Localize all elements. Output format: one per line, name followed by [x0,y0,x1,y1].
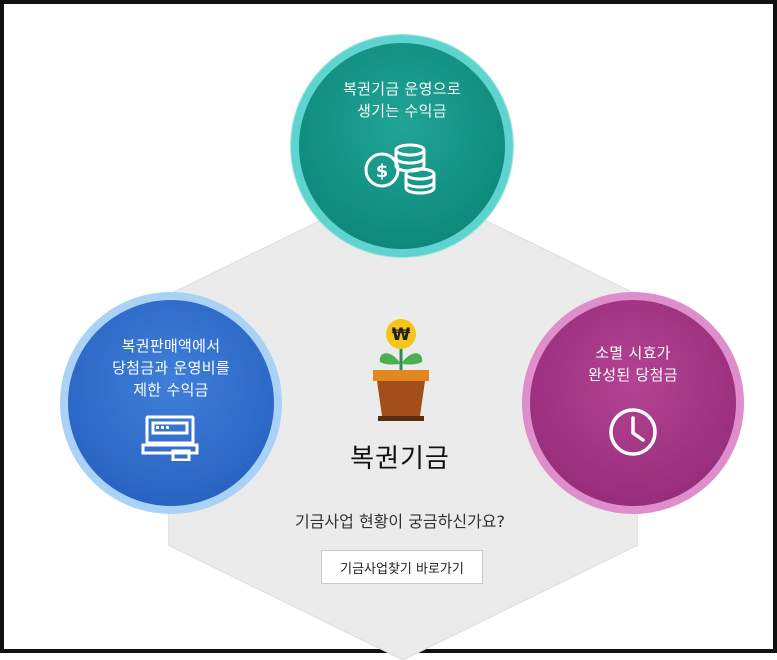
fund-question-text: 기금사업 현황이 궁금하신가요? [294,512,506,531]
circle-label: 소멸 시효가 완성된 당첨금 [588,342,678,386]
lottery-terminal-icon [141,415,199,461]
lottery-fund-title: 복권기금 [350,444,450,474]
circle-label-line: 복권기금 운영으로 [343,80,461,98]
circle-label: 복권기금 운영으로 생기는 수익금 [343,78,461,122]
coins-icon: $ [364,143,436,195]
circle-label: 복권판매액에서 당첨금과 운영비를 제한 수익금 [112,335,230,401]
circle-label-line: 완성된 당첨금 [588,366,678,384]
money-plant-pot-icon: ₩ [373,319,429,421]
circle-label-line: 제한 수익금 [133,381,209,399]
svg-text:$: $ [376,161,389,182]
fund-source-circle-sales-profit: 복권판매액에서 당첨금과 운영비를 제한 수익금 [60,292,282,514]
fund-source-circle-expired-prize: 소멸 시효가 완성된 당첨금 [522,292,744,514]
circle-label-line: 소멸 시효가 [595,344,671,362]
fund-source-circle-operation-profit: 복권기금 운영으로 생기는 수익금 $ [291,35,513,257]
clock-icon [609,408,657,456]
find-fund-projects-button[interactable]: 기금사업찾기 바로가기 [321,550,483,584]
circle-label-line: 당첨금과 운영비를 [112,359,230,377]
circle-label-line: 생기는 수익금 [357,102,447,120]
won-symbol: ₩ [392,325,411,345]
circle-label-line: 복권판매액에서 [121,337,221,355]
